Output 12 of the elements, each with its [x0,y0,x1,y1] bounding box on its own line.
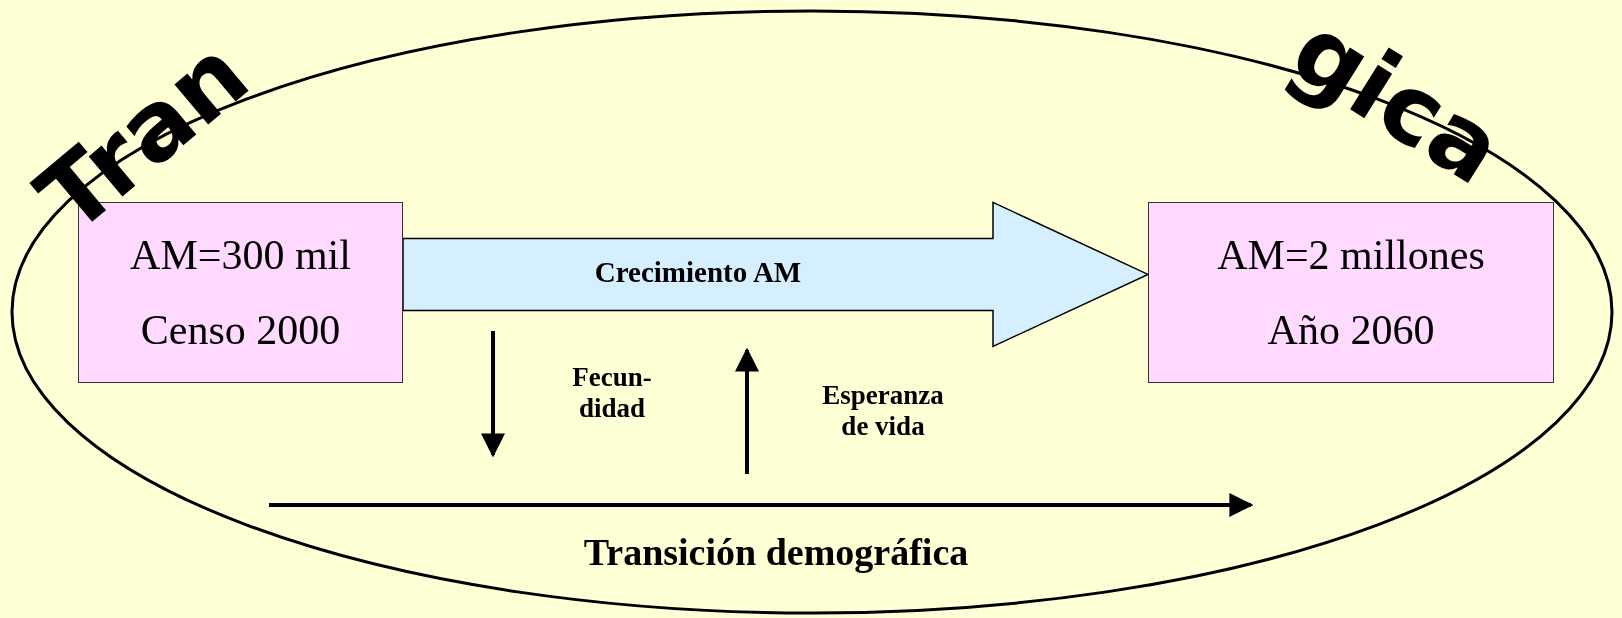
box-text: Año 2060 [1266,306,1436,355]
arrow-label: Esperanza de vida [821,380,945,442]
ellipse-frame [10,9,1614,615]
box-text: Censo 2000 [139,306,342,355]
box-text: AM=2 millones [1216,230,1486,279]
box-text: AM=300 mil [129,230,352,279]
block-arrow [402,201,1150,348]
edge-label: Crecimiento AM [593,256,803,290]
process-box [1148,202,1554,383]
axis-label: Transición demográfica [582,530,970,574]
arrow-label: Fecun- didad [571,362,653,424]
title-fragment: gica [1277,0,1518,200]
